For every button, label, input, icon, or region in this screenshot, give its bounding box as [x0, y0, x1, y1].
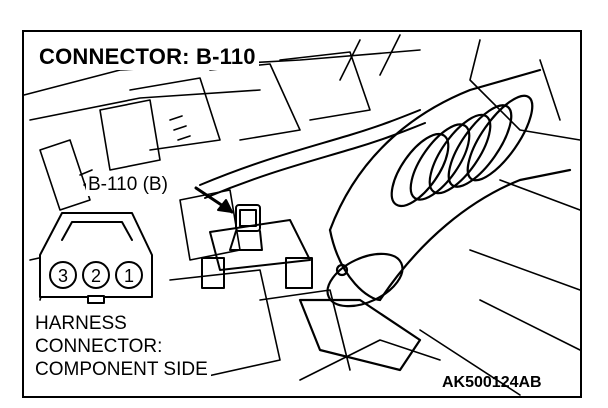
engine-block-lines — [23, 34, 581, 396]
intake-duct — [298, 68, 572, 372]
figure-code: AK500124AB — [442, 374, 542, 391]
caption-line-2: CONNECTOR: — [35, 336, 163, 357]
caption-line-3: COMPONENT SIDE — [35, 359, 208, 380]
connector-callout-label: B-110 (B) — [86, 174, 170, 196]
caption-line-1: HARNESS — [35, 313, 127, 334]
connector-title: CONNECTOR: B-110 — [36, 44, 259, 70]
pointer-arrow-icon — [194, 186, 234, 214]
connector-b110-part — [201, 204, 313, 289]
harness-connector-caption: HARNESS CONNECTOR: COMPONENT SIDE — [32, 312, 211, 381]
connector-face-icon — [39, 212, 153, 304]
hose — [199, 109, 426, 199]
